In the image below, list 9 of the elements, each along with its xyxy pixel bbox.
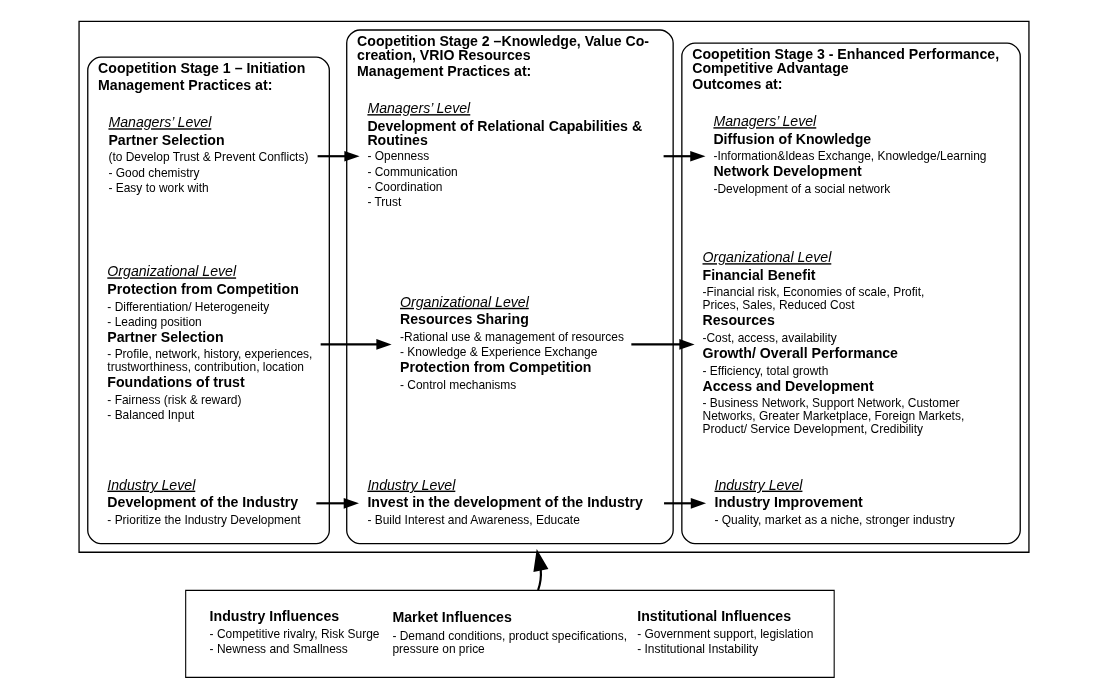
- node-text: Managers’ Level Partner Selection (to Develop Trust & Prevent Conflicts) - Good chemistry - Easy to work with: [108, 114, 309, 195]
- node-text: Managers’ Level Development of Relational Capabilities & Routines - Openness - Communication - Coordination - Trust: [367, 100, 643, 210]
- node-text: Industry Level Development of the Industry - Prioritize the Industry Development: [107, 476, 301, 527]
- node-text: Organizational Level Protection from Competition - Differentiation/ Heterogeneity - Leading position Partner Selection - Profile, network, history, experiences, trustworthiness, contribution, location Foundations of trust - Fairness (risk & reward) - Balanced Input: [107, 263, 313, 423]
- node-text: Industry Level Industry Improvement - Quality, market as a niche, stronger industry: [714, 476, 955, 527]
- node-text: Managers’ Level Diffusion of Knowledge -Information&Ideas Exchange, Knowledge/Learning Network Development -Development of a social network: [713, 113, 987, 196]
- node-text: Industry Level Invest in the development of the Industry - Build Interest and Awareness, Educate: [367, 476, 643, 527]
- node-text: Organizational Level Financial Benefit -Financial risk, Economies of scale, Profit, Prices, Sales, Reduced Cost Resources -Cost, access, availability Growth/ Overall Performance - Efficiency, total growth Access and Development - Business Network, Support Network, Customer Networks, Greater Marketplace, Foreign Markets, Product/ Service Development, Credibility: [702, 249, 965, 437]
- node-text: Organizational Level Resources Sharing -Rational use & management of resources - Knowledge & Experience Exchange Protection from Competition - Control mechanisms: [400, 293, 624, 392]
